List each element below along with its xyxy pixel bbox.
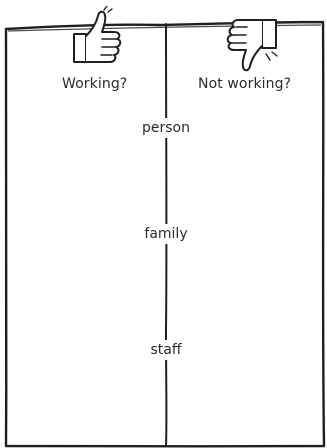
thumbs-up-icon bbox=[73, 6, 122, 63]
column-label-working: Working? bbox=[62, 76, 128, 92]
thumbs-down-icon bbox=[226, 19, 278, 72]
frame-outline bbox=[4, 20, 326, 448]
row-label-person: person bbox=[139, 118, 193, 138]
row-label-family: family bbox=[141, 224, 191, 244]
row-label-staff: staff bbox=[147, 340, 185, 360]
column-label-not-working: Not working? bbox=[198, 76, 292, 92]
